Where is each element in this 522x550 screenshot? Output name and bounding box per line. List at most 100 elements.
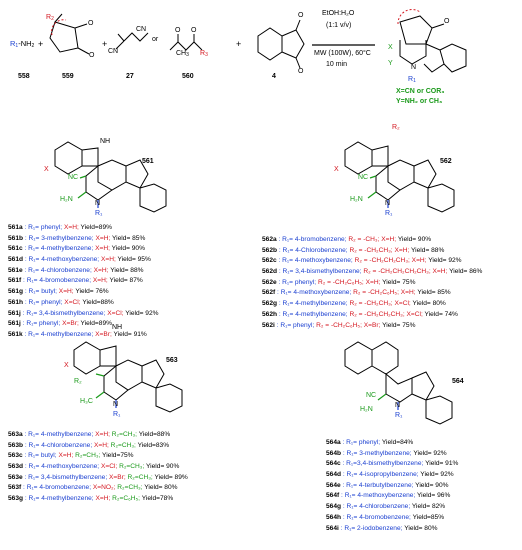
list-segment: : R₁= 4-methylbenzene; xyxy=(277,310,348,318)
list-segment: X=H; xyxy=(93,245,110,253)
list-segment: : R₁= phenyl; xyxy=(23,298,63,306)
list-segment: : R₁= 4-methoxybenzene; xyxy=(276,257,353,265)
list-segment: X=H; xyxy=(91,277,108,285)
structure-561-nh: NH xyxy=(100,138,111,145)
list-segment: : R₁= 3,4-bismethylbenzene; xyxy=(22,473,108,481)
list-item: 564i : R₁= 2-iodobenzene; Yield= 80% xyxy=(326,524,458,535)
list-segment: X=Br; xyxy=(361,321,381,329)
list-item: 561b : R₁= 3-methylbenzene; X=H; Yield= … xyxy=(8,234,159,245)
structure-id-564: 564 xyxy=(452,378,464,385)
list-item: 561j : R₁= phenyl; X=Br; Yield=89% xyxy=(8,319,159,330)
compound-id: 563c xyxy=(8,452,23,460)
compound-id: 562g xyxy=(262,300,278,308)
structure-562-n: N xyxy=(385,200,391,207)
list-item: 561g : R₁= butyl; X=H; Yield= 76% xyxy=(8,287,159,298)
condition-ratio: (1:1 v/v) xyxy=(326,22,352,29)
list-segment: : R₁= butyl; xyxy=(22,452,57,460)
list-segment: Yield= 85% xyxy=(110,234,146,242)
list-item: 562h : R₁= 4-methylbenzene; R₂ = -CH₂CH₂… xyxy=(262,310,482,321)
list-segment: Yield= 80% xyxy=(402,524,438,532)
list-segment: Yield= 85% xyxy=(415,289,451,297)
product-x-note: X=CN or COR₃ xyxy=(396,88,445,95)
list-segment: R₂=C₆H₅; xyxy=(110,495,140,503)
structure-563-ch3: H₃C xyxy=(80,398,93,405)
compound-id: 561e xyxy=(8,266,23,274)
compound-id: 563g xyxy=(8,495,24,503)
list-segment: : R₁= 4-bromobenzene; xyxy=(276,236,347,243)
compound-id: 562d xyxy=(262,268,278,276)
structure-564-n: N xyxy=(395,402,401,409)
list-segment: Yield=89% xyxy=(78,224,112,231)
structure-id-562: 562 xyxy=(440,158,452,165)
compound-id: 561j xyxy=(8,309,21,317)
list-segment: : R₁= 4-methylbenzene; xyxy=(23,495,94,503)
list-item: 562d : R₁= 3,4-bismethylbenzene; R₂ = -C… xyxy=(262,267,482,278)
compound-list-562: 562a : R₁= 4-bromobenzene; R₂ = -CH₃; X=… xyxy=(262,235,482,331)
reactant-559-o2: O xyxy=(89,52,95,59)
list-segment: : R₁= 4-methoxybenzene; xyxy=(339,492,416,500)
list-segment: Yield=89% xyxy=(78,320,112,328)
list-item: 564f : R₁= 4-methoxybenzene; Yield= 96% xyxy=(326,491,458,502)
compound-id: 563a xyxy=(8,431,23,438)
list-segment: Yield= 96% xyxy=(415,492,451,500)
list-segment: : R₁= 4-terbutylbenzene; xyxy=(340,481,414,489)
structure-564-r1: R₁ xyxy=(395,412,403,419)
list-segment: X=Br; xyxy=(93,330,112,338)
list-segment: X=H; xyxy=(92,441,109,449)
list-segment: : R₁= 4-bromobenzene; xyxy=(21,277,92,285)
structure-562-cn: NC xyxy=(358,174,369,181)
list-segment: X=Br; xyxy=(60,320,79,328)
list-item: 564b : R₁= 3-methylbenzene; Yield= 92% xyxy=(326,449,458,460)
list-segment: X=H; xyxy=(93,234,111,242)
list-segment: Yield= 92% xyxy=(123,309,159,317)
list-item: 564h : R₁= 4-bromobenzene; Yield=85% xyxy=(326,513,458,524)
list-item: 562a : R₁= 4-bromobenzene; R₂ = -CH₃; X=… xyxy=(262,235,482,246)
list-item: 562i : R₁= phenyl; R₂ = -CH₂C₆H₅; X=Br; … xyxy=(262,321,482,332)
compound-id: 564a xyxy=(326,439,341,446)
compound-id: 564g xyxy=(326,503,342,511)
list-segment: X=Cl; xyxy=(392,300,411,308)
list-segment: : R₁= 4-methylbenzene; xyxy=(22,245,94,253)
list-segment: R₂ = -CH₂C₆H₅; xyxy=(351,289,399,297)
list-segment: Yield= 90% xyxy=(144,463,180,471)
list-segment: Yield= 90% xyxy=(109,245,145,253)
list-segment: X=H; xyxy=(56,288,74,296)
list-segment: : R₁= phenyl; xyxy=(274,321,315,329)
structure-561-n: N xyxy=(95,200,101,207)
list-segment: : R₁= 2-iodobenzene; xyxy=(338,524,403,532)
list-item: 563c : R₁= butyl; X=H; R₂=CH₃; Yield=75% xyxy=(8,451,188,462)
list-segment: Yield= 75% xyxy=(380,278,416,286)
reactant-558-formula: R1-NH2 xyxy=(10,39,35,49)
list-segment: X=H; xyxy=(409,257,427,265)
list-item: 562c : R₁= 4-methoxybenzene; R₂ = -CH₂CH… xyxy=(262,256,482,267)
list-segment: Yield=83% xyxy=(135,441,170,449)
reactant-560-ch3: CH3 xyxy=(176,50,189,58)
list-segment: R₂ = -CH₂C₆H₅; xyxy=(314,321,362,329)
list-segment: : R₁= 4-isopropylbenzene; xyxy=(341,471,419,479)
structure-561-cn: NC xyxy=(68,174,79,181)
list-segment: Yield= 75% xyxy=(380,321,416,329)
list-segment: : R₁= 4-methylbenzene; xyxy=(22,431,94,438)
list-item: 562b : R₁= 4-Chlorobenzene; R₂ = -CH₂CH₃… xyxy=(262,246,482,257)
reactant-4-o1: O xyxy=(298,12,304,19)
or-text: or xyxy=(152,36,159,43)
list-segment: Yield= 87% xyxy=(107,277,143,285)
product-n: N xyxy=(411,64,417,71)
list-segment: X=H; xyxy=(93,431,110,438)
structure-563-r1: R₁ xyxy=(113,411,121,418)
list-segment: : R₁=3,4-bismethylbenzene; xyxy=(340,460,424,468)
list-segment: : R₁= 3-methylbenzene; xyxy=(341,449,412,457)
condition-solvent: EtOH:H₂O xyxy=(322,10,355,17)
structure-563-r2: R₂ xyxy=(74,378,82,385)
product-x: X xyxy=(388,44,393,51)
list-segment: R₂ = -CH₂CH₂CH₂CH₃; xyxy=(361,268,431,276)
list-segment: : R₁= 4-chlorobenzene; xyxy=(22,266,92,274)
list-segment: R₂=CH₃; xyxy=(117,463,145,471)
list-segment: Yield= 80% xyxy=(142,484,178,492)
list-segment: Yield= 80% xyxy=(410,300,446,308)
list-segment: X=H; xyxy=(99,256,116,264)
structure-564-nh2: H₂N xyxy=(360,406,373,413)
list-item: 563b : R₁= 4-chlorobenzene; X=H; R₂=CH₃;… xyxy=(8,441,188,452)
list-item: 561c : R₁= 4-methylbenzene; X=H; Yield= … xyxy=(8,244,159,255)
list-item: 562f : R₁= 4-methoxybenzene; R₂ = -CH₂C₆… xyxy=(262,288,482,299)
